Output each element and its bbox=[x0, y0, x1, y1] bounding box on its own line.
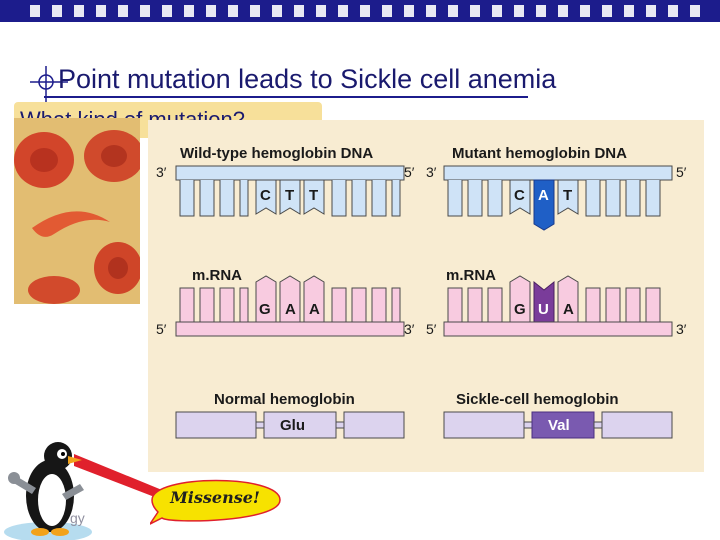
mutant-mrna-base-1: G bbox=[514, 301, 526, 318]
mutant-mrna-3prime: 3′ bbox=[676, 321, 687, 337]
mutant-dna-base-1: C bbox=[514, 187, 525, 204]
wild-dna-5prime: 5′ bbox=[404, 164, 415, 180]
val-residue: Val bbox=[548, 417, 570, 434]
speech-bubble bbox=[150, 479, 281, 525]
mutant-dna-strand bbox=[443, 165, 673, 231]
mutant-dna-5prime: 5′ bbox=[676, 164, 687, 180]
footer-text: gy bbox=[70, 510, 85, 526]
mutant-dna-base-3: T bbox=[563, 187, 572, 204]
normal-hemoglobin-label: Normal hemoglobin bbox=[214, 391, 355, 408]
wild-mrna-strand bbox=[175, 275, 405, 337]
mutant-dna-label: Mutant hemoglobin DNA bbox=[452, 145, 627, 162]
penguin-mascot bbox=[4, 442, 162, 540]
wild-mrna-3prime: 3′ bbox=[404, 321, 415, 337]
mutant-dna-base-2: A bbox=[538, 187, 549, 204]
wild-dna-3prime: 3′ bbox=[156, 164, 167, 180]
mutant-dna-3prime: 3′ bbox=[426, 164, 437, 180]
red-blood-cells-photo bbox=[14, 118, 140, 304]
sickle-hemoglobin-label: Sickle-cell hemoglobin bbox=[456, 391, 619, 408]
hemoglobin-diagram: Wild-type hemoglobin DNA Mutant hemoglob… bbox=[148, 120, 704, 472]
normal-protein-chain bbox=[175, 411, 405, 439]
mutant-mrna-label: m.RNA bbox=[446, 267, 496, 284]
wild-dna-strand bbox=[175, 165, 405, 217]
wild-dna-base-3: T bbox=[309, 187, 318, 204]
title-underline bbox=[44, 96, 528, 98]
mutant-mrna-base-2: U bbox=[538, 301, 549, 318]
wild-dna-base-2: T bbox=[285, 187, 294, 204]
mutant-mrna-5prime: 5′ bbox=[426, 321, 437, 337]
callout-arrow bbox=[74, 454, 162, 496]
wild-type-dna-label: Wild-type hemoglobin DNA bbox=[180, 145, 373, 162]
top-banner bbox=[0, 0, 720, 22]
callout-text: Missense! bbox=[170, 488, 260, 507]
mutant-mrna-base-3: A bbox=[563, 301, 574, 318]
slide-title: Point mutation leads to Sickle cell anem… bbox=[58, 64, 557, 94]
wild-mrna-label: m.RNA bbox=[192, 267, 242, 284]
glu-residue: Glu bbox=[280, 417, 305, 434]
wild-mrna-base-2: A bbox=[285, 301, 296, 318]
banner-ticks bbox=[30, 5, 700, 17]
wild-mrna-5prime: 5′ bbox=[156, 321, 167, 337]
wild-mrna-base-1: G bbox=[259, 301, 271, 318]
wild-dna-base-1: C bbox=[260, 187, 271, 204]
wild-mrna-base-3: A bbox=[309, 301, 320, 318]
mutant-mrna-strand bbox=[443, 275, 673, 337]
sickle-protein-chain bbox=[443, 411, 673, 439]
